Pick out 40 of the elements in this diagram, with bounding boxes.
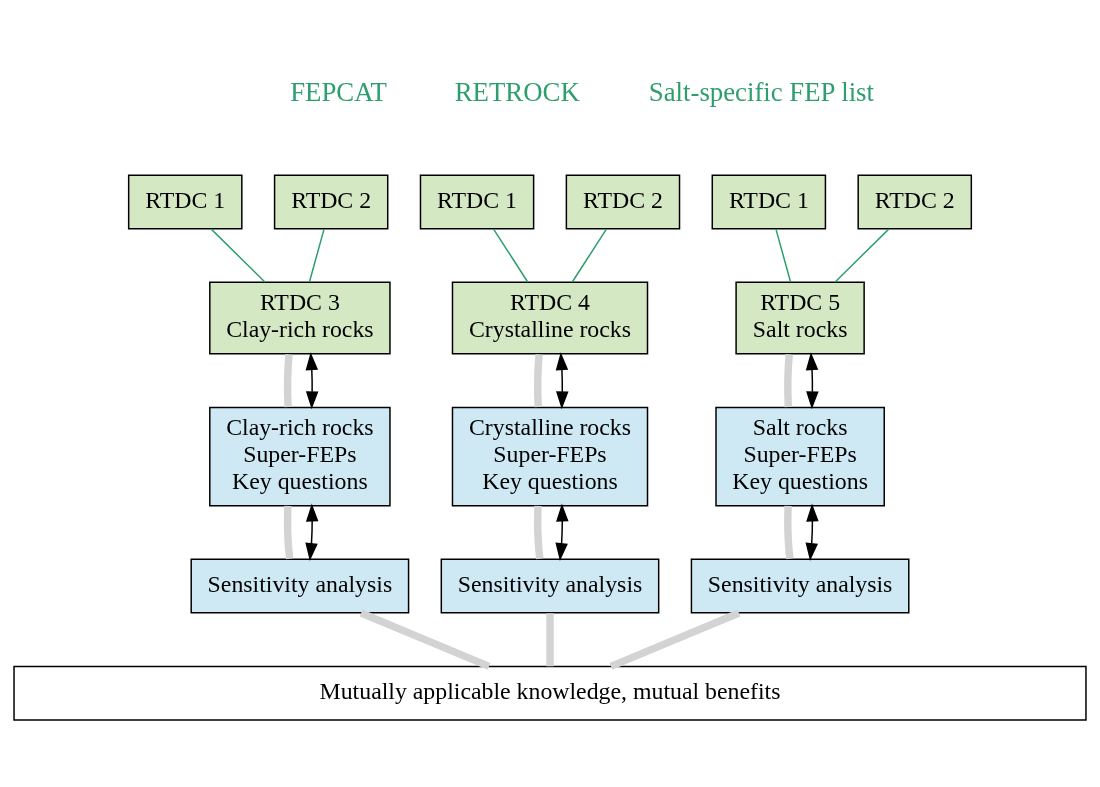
arrow (805, 351, 819, 409)
node-box: RTDC 4 Crystalline rocks (451, 281, 649, 355)
connector (210, 227, 266, 283)
connector (571, 227, 608, 283)
connector (784, 505, 794, 559)
arrow (305, 503, 319, 561)
connector (784, 353, 793, 407)
node-box: Mutually applicable knowledge, mutual benefits (13, 665, 1087, 721)
connector (308, 227, 325, 283)
connector (534, 353, 543, 407)
connector (283, 353, 293, 407)
node-box: Salt rocks Super-FEPs Key questions (715, 406, 885, 506)
node-box: Clay-rich rocks Super-FEPs Key questions (209, 406, 391, 506)
connector (546, 612, 554, 666)
label: Salt-specific FEP list (648, 76, 874, 107)
arrow (555, 503, 569, 561)
label: FEPCAT (290, 76, 387, 107)
node-box: Sensitivity analysis (690, 558, 910, 614)
node-box: RTDC 5 Salt rocks (735, 281, 865, 355)
connector (834, 227, 890, 283)
arrow (805, 503, 819, 561)
node-box: Sensitivity analysis (440, 558, 660, 614)
arrow (305, 351, 319, 409)
connector (609, 609, 741, 670)
node-box: RTDC 2 (273, 173, 389, 229)
node-box: RTDC 2 (565, 173, 681, 229)
node-box: RTDC 3 Clay-rich rocks (209, 281, 391, 355)
connector (775, 227, 792, 283)
node-box: RTDC 1 (711, 173, 827, 229)
label: RETROCK (454, 76, 580, 107)
connector (534, 505, 544, 559)
arrow (555, 351, 569, 409)
node-box: RTDC 1 (127, 173, 243, 229)
connector (359, 609, 491, 670)
node-box: RTDC 2 (857, 173, 973, 229)
connector (283, 505, 294, 559)
node-box: RTDC 1 (419, 173, 535, 229)
connector (492, 227, 529, 283)
node-box: Sensitivity analysis (190, 558, 410, 614)
node-box: Crystalline rocks Super-FEPs Key questions (451, 406, 649, 506)
